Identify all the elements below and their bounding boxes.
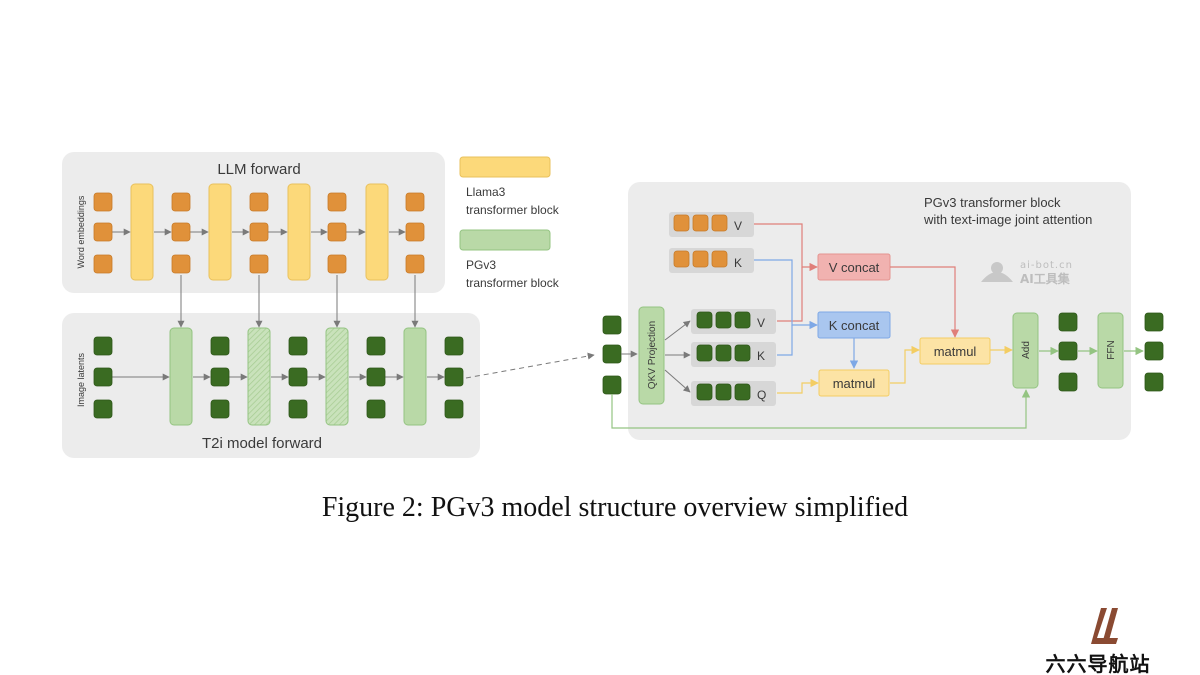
matmul-qk-label: matmul (833, 376, 876, 391)
llama3-block-4 (365, 183, 389, 281)
image-latent-tokens (93, 336, 464, 419)
legend-pgv3-line2: transformer block (466, 276, 560, 290)
matmul-arrows (777, 345, 1013, 394)
text-k-label: K (734, 256, 742, 270)
t2i-forward-title: T2i model forward (202, 435, 322, 452)
legend-llama3-line2: transformer block (466, 203, 560, 217)
pgv3-joint-attention-panel (628, 182, 1131, 440)
zoom-connector-arrow (465, 352, 595, 379)
add-label: Add (1021, 341, 1032, 359)
watermark-logo-icon (981, 262, 1013, 282)
watermark-domain: ai-bot.cn (1020, 260, 1073, 271)
legend-llama3-line1: Llama3 (466, 185, 506, 199)
add-output-tokens (1058, 312, 1078, 392)
image-v-label: V (757, 316, 765, 330)
image-k-label: K (757, 349, 765, 363)
matmul-av-label: matmul (934, 344, 977, 359)
site-logo-mark-icon (1091, 608, 1118, 644)
matmul-av-block (919, 337, 991, 365)
text-k-group (669, 248, 754, 273)
residual-connection-arrow (611, 389, 1031, 429)
v-concat-label: V concat (829, 260, 880, 275)
llm-forward-panel (62, 152, 445, 293)
llama3-block-1 (130, 183, 154, 281)
qkv-split-arrows (664, 320, 691, 393)
v-concat-arrows (754, 223, 960, 338)
watermark-name: AI工具集 (1020, 272, 1070, 286)
block-input-tokens (602, 315, 622, 395)
pgv3-block-2 (247, 327, 271, 426)
add-block (1012, 312, 1039, 389)
ffn-block (1097, 312, 1124, 389)
legend-pgv3-line1: PGv3 (466, 258, 496, 272)
site-logo: 六六导航站 (1028, 604, 1168, 675)
pgv3-block-1 (169, 327, 193, 426)
word-embeddings-label: Word embeddings (76, 195, 86, 268)
image-vkq-tokens (696, 311, 751, 401)
text-v-label: V (734, 219, 742, 233)
word-embedding-tokens (93, 192, 425, 274)
pgv3-block-3 (325, 327, 349, 426)
block-output-tokens (1144, 312, 1164, 392)
llm-forward-title: LLM forward (217, 161, 300, 178)
llm-to-t2i-arrows (177, 275, 419, 328)
text-vk-tokens (673, 214, 728, 268)
site-name: 六六导航站 (1045, 652, 1151, 675)
llama3-block-2 (208, 183, 232, 281)
image-q-label: Q (757, 388, 766, 402)
figure-caption: Figure 2: PGv3 model structure overview … (321, 492, 909, 523)
k-concat-label: K concat (829, 318, 880, 333)
qkv-projection-block (638, 306, 665, 405)
k-concat-arrows (754, 259, 859, 369)
legend-llama3-swatch (459, 156, 551, 178)
pgv3-block-title-line1: PGv3 transformer block (924, 195, 1061, 210)
llama3-block-3 (287, 183, 311, 281)
qkv-projection-label: QKV Projection (647, 321, 658, 389)
ai-bot-watermark: ai-bot.cn AI工具集 (978, 260, 1128, 286)
legend-pgv3-swatch (459, 229, 551, 251)
matmul-qk-block (818, 369, 890, 397)
image-latents-label: Image latents (76, 352, 86, 407)
pgv3-block-title-line2: with text-image joint attention (923, 212, 1092, 227)
text-v-group (669, 212, 754, 237)
ffn-label: FFN (1106, 340, 1117, 359)
pgv3-block-4 (403, 327, 427, 426)
